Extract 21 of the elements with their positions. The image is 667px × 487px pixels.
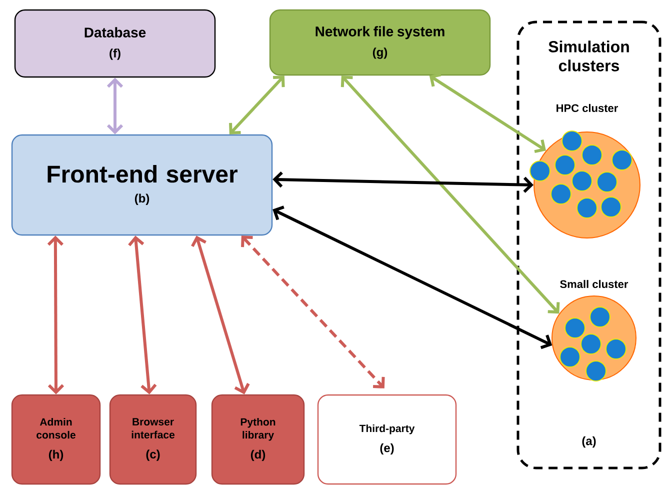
arrow	[272, 172, 534, 193]
box: Browser interface (c)	[109, 394, 197, 485]
box: Database (f)	[14, 9, 216, 78]
box: Python library (d)	[211, 394, 305, 485]
arrow	[47, 236, 64, 394]
container-label: (a)	[582, 436, 596, 448]
arrow	[340, 76, 560, 314]
arrow	[106, 78, 124, 134]
cluster-label: HPC cluster	[556, 104, 618, 112]
box: Admin console (h)	[11, 394, 101, 485]
arrow	[241, 236, 385, 388]
container-title: Simulation clusters	[548, 40, 629, 72]
arrow	[229, 76, 285, 134]
arrow	[191, 236, 250, 394]
box: Front-end server (b)	[11, 134, 273, 236]
arrow	[128, 236, 157, 394]
box: Third-party (e)	[317, 394, 457, 485]
box: Network file system (g)	[269, 9, 491, 76]
arrow	[272, 206, 552, 350]
arrow	[429, 73, 546, 154]
cluster-label: Small cluster	[560, 280, 628, 288]
